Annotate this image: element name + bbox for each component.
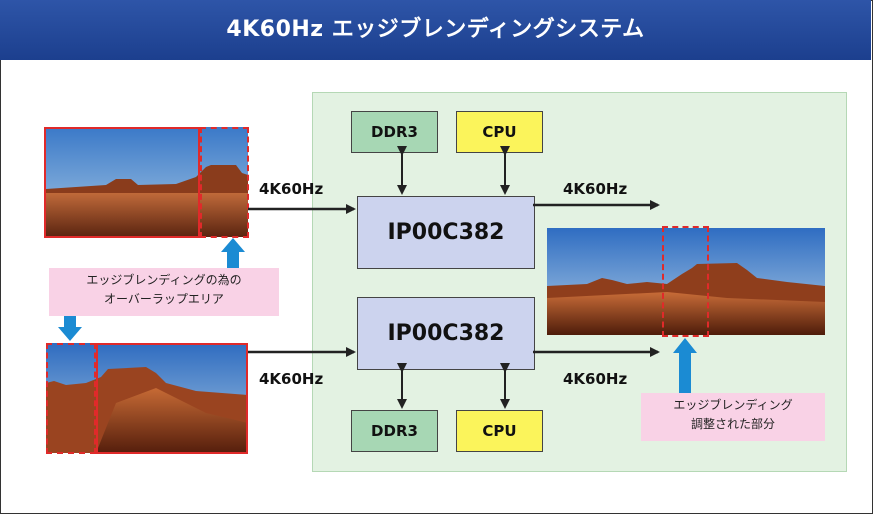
output-label-bottom: 4K60Hz: [563, 370, 628, 388]
blue-arrow-up-blend: [673, 338, 697, 393]
output-label-top: 4K60Hz: [563, 180, 628, 198]
page-title: 4K60Hz エッジブレンディングシステム: [0, 0, 871, 60]
output-image: [547, 228, 825, 335]
blue-arrow-down-overlap: [58, 316, 82, 341]
overlap-area-note-line1: エッジブレンディングの為の: [86, 273, 242, 287]
overlap-area-note-line2: オーバーラップエリア: [104, 292, 224, 306]
overlap-area-note: エッジブレンディングの為の オーバーラップエリア: [49, 268, 279, 316]
main-area-frame-bottom: [96, 343, 248, 454]
blend-adjusted-note-line1: エッジブレンディング: [673, 398, 793, 412]
ip00c382-chip-bottom: IP00C382: [357, 297, 535, 370]
source-image-top: [46, 127, 248, 237]
blend-adjusted-note-line2: 調整された部分: [690, 417, 775, 431]
blue-arrow-up-overlap: [221, 238, 245, 268]
ip00c382-chip-top: IP00C382: [357, 196, 535, 269]
input-label-top: 4K60Hz: [259, 180, 324, 198]
input-label-bottom: 4K60Hz: [259, 370, 324, 388]
overlap-frame-bottom: [46, 343, 96, 454]
cpu-box-bottom: CPU: [456, 410, 543, 452]
ddr3-box-top: DDR3: [351, 111, 438, 153]
cpu-box-top: CPU: [456, 111, 543, 153]
blend-frame-output: [662, 226, 709, 337]
blend-adjusted-note: エッジブレンディング 調整された部分: [641, 393, 825, 441]
overlap-frame-top: [200, 127, 249, 238]
main-area-frame-top: [44, 127, 200, 238]
ddr3-box-bottom: DDR3: [351, 410, 438, 452]
